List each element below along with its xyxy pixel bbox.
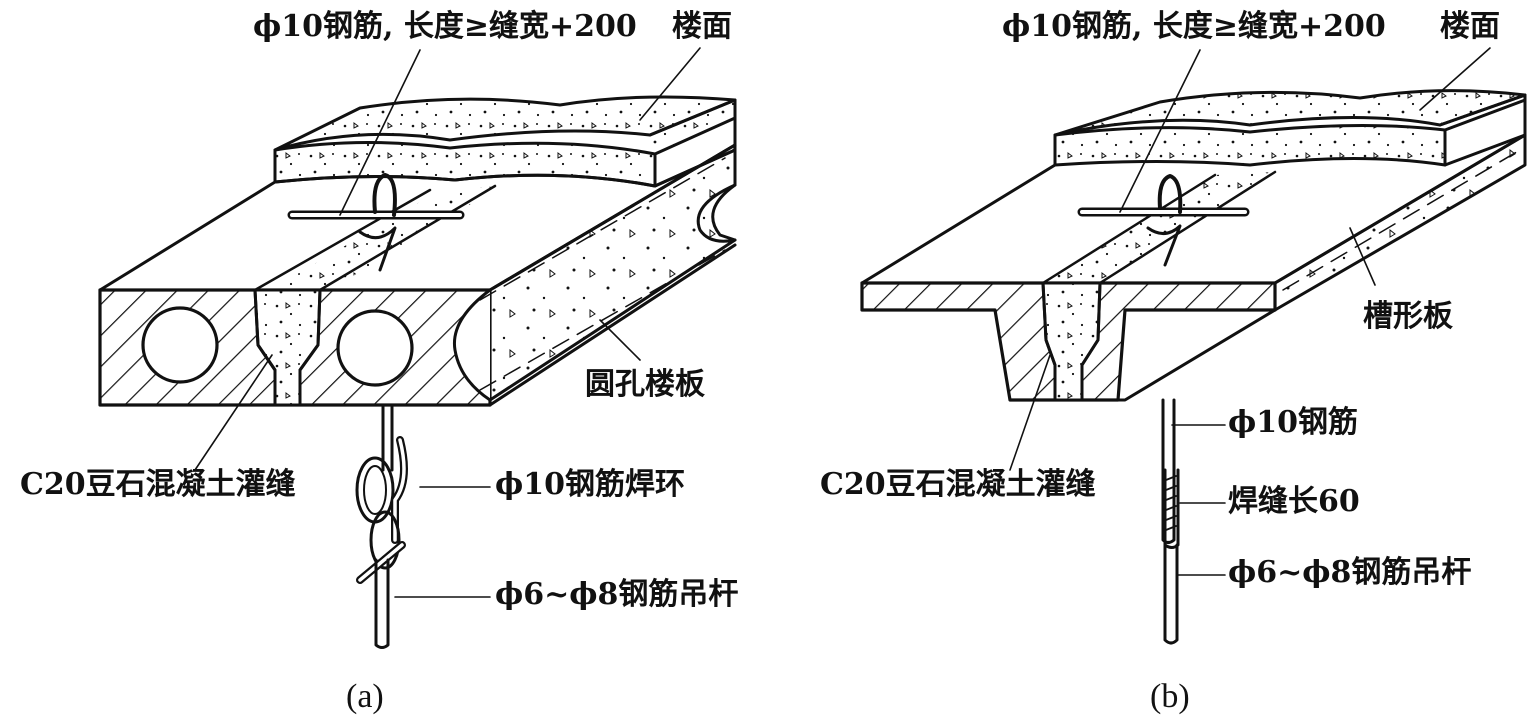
panel-a-hollow-slab-label: 圆孔楼板 [585,367,705,402]
leaders-b [1009,47,1491,576]
panel-b-drawing [860,47,1527,645]
top-rebar-a [287,173,465,272]
panel-a-grout-label: C20豆石混凝土灌缝 [20,467,296,502]
floor-topping-b [1053,89,1527,167]
panel-a-floor-surface-label: 楼面 [672,9,732,44]
panel-a-weld-ring-label: ϕ10钢筋焊环 [495,467,685,502]
panel-b-rebar-label: ϕ10钢筋 [1228,405,1358,440]
hollow-slab-a [98,143,737,407]
channel-slab-b [860,133,1527,402]
panel-a-drawing [98,47,737,649]
panel-b-floor-surface-label: 楼面 [1440,9,1500,44]
panel-a-hanger-rod-label: ϕ6~ϕ8钢筋吊杆 [495,577,739,612]
leaders-a [194,47,701,598]
floor-topping-a [273,95,737,188]
panel-b-hanger-rod-label: ϕ6~ϕ8钢筋吊杆 [1228,555,1472,590]
top-rebar-b [1077,174,1250,267]
hanger-assembly-a [355,403,408,649]
panel-b-weld-length-label: 焊缝长60 [1228,484,1360,519]
panel-b-rebar-length-label: ϕ10钢筋, 长度≥缝宽+200 [1002,9,1386,44]
panel-a-caption: (a) [346,678,384,715]
panel-b-channel-slab-label: 槽形板 [1363,299,1453,334]
panel-b-grout-label: C20豆石混凝土灌缝 [820,467,1096,502]
hanger-assembly-b [1161,398,1180,645]
panel-a-rebar-length-label: ϕ10钢筋, 长度≥缝宽+200 [253,9,637,44]
panel-b-caption: (b) [1150,678,1190,715]
